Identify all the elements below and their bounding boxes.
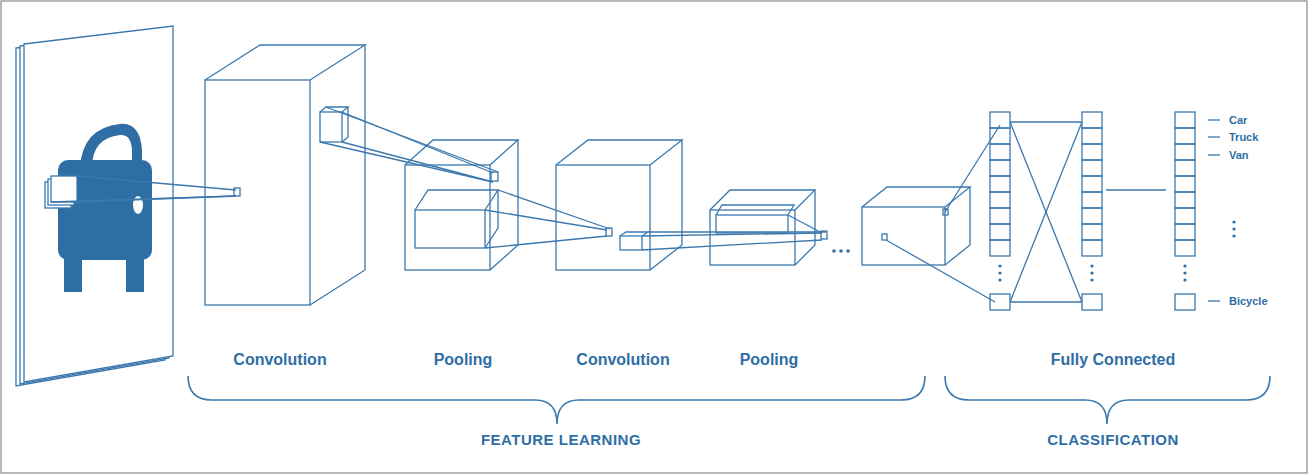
vertical-dots xyxy=(1183,271,1186,274)
neuron-cell xyxy=(1175,192,1195,208)
neuron-cell xyxy=(990,192,1010,208)
neuron-cell xyxy=(1175,224,1195,240)
vertical-dots xyxy=(1183,278,1186,281)
neuron-cell xyxy=(1175,294,1195,310)
final-volume xyxy=(862,125,1000,302)
neuron-cell xyxy=(990,144,1010,160)
neuron-cell xyxy=(1175,208,1195,224)
neuron-cell xyxy=(1082,144,1102,160)
vertical-dots xyxy=(998,264,1001,267)
vertical-dots xyxy=(1183,264,1186,267)
neuron-cell xyxy=(990,240,1010,256)
vertical-dots xyxy=(1232,220,1235,237)
neuron-cell xyxy=(1082,224,1102,240)
neuron-cell xyxy=(1175,176,1195,192)
neuron-cell xyxy=(990,128,1010,144)
neuron-cell xyxy=(1082,112,1102,128)
neuron-cell xyxy=(1082,294,1102,310)
neuron-cell xyxy=(1082,160,1102,176)
conv-volume-1 xyxy=(205,45,498,305)
layer-label: Convolution xyxy=(576,351,669,369)
input-image xyxy=(16,26,173,386)
neuron-cell xyxy=(1175,112,1195,128)
neuron-cell xyxy=(990,208,1010,224)
neuron-cell xyxy=(990,160,1010,176)
neuron-cell xyxy=(1082,128,1102,144)
layer-label: Pooling xyxy=(740,351,799,369)
layer-label: Pooling xyxy=(434,351,493,369)
neuron-cell xyxy=(1082,176,1102,192)
neuron-cell xyxy=(1175,144,1195,160)
vertical-dots xyxy=(1090,264,1093,267)
car-icon xyxy=(58,124,152,292)
vertical-dots xyxy=(1090,278,1093,281)
neuron-cell xyxy=(1082,192,1102,208)
brace xyxy=(945,376,1270,424)
class-name: Car xyxy=(1229,114,1247,127)
fc-layers xyxy=(990,112,1195,310)
vertical-dots xyxy=(998,271,1001,274)
class-name: Bicycle xyxy=(1229,295,1268,308)
vertical-dots xyxy=(998,278,1001,281)
neuron-cell xyxy=(1082,208,1102,224)
conv-volume-2 xyxy=(556,140,826,270)
neuron-cell xyxy=(990,224,1010,240)
class-name: Truck xyxy=(1229,131,1258,144)
layer-label: Convolution xyxy=(233,351,326,369)
pool-volume-2 xyxy=(710,190,827,265)
stage-label: CLASSIFICATION xyxy=(1047,431,1179,448)
vertical-dots xyxy=(1090,271,1093,274)
stage-label: FEATURE LEARNING xyxy=(481,431,641,448)
brace xyxy=(188,376,925,424)
receptive-field xyxy=(45,176,77,208)
neuron-cell xyxy=(1175,240,1195,256)
neuron-cell xyxy=(990,176,1010,192)
layer-label: Fully Connected xyxy=(1051,351,1175,369)
neuron-cell xyxy=(1175,128,1195,144)
neuron-cell xyxy=(990,112,1010,128)
neuron-cell xyxy=(1082,240,1102,256)
neuron-cell xyxy=(990,294,1010,310)
neuron-cell xyxy=(1175,160,1195,176)
ellipsis-dots xyxy=(832,249,850,253)
pool-volume-1 xyxy=(405,140,610,270)
class-name: Van xyxy=(1229,149,1249,162)
